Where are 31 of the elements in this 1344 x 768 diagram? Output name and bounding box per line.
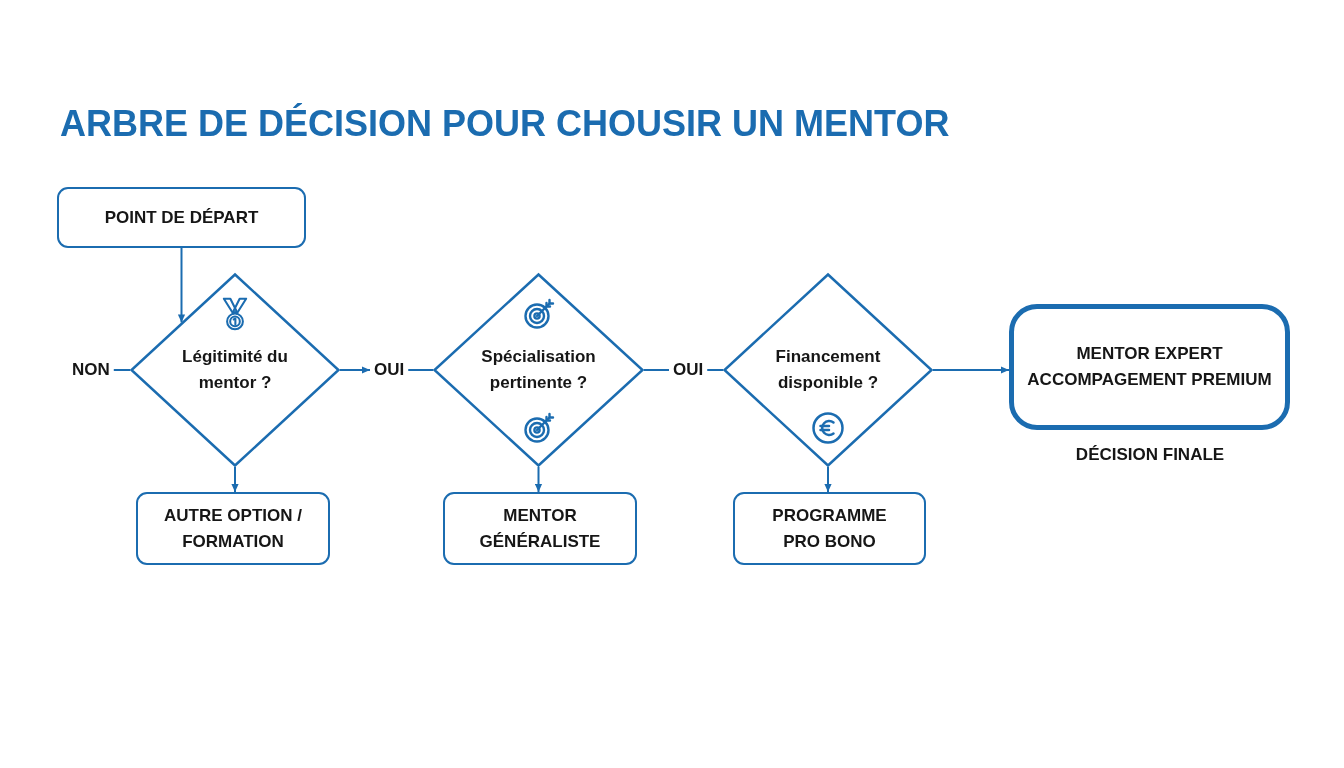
decision-diamond	[130, 273, 340, 467]
outcome-box	[136, 492, 330, 565]
connector-line	[706, 369, 724, 371]
diagram-title: ARBRE DE DÉCISION POUR CHOUSIR UN MENTOR	[60, 102, 950, 145]
arrow	[177, 247, 186, 324]
outcome-text: PROGRAMME PRO BONO	[771, 504, 888, 553]
branch-label: NON	[68, 358, 114, 382]
connector-line	[643, 369, 670, 371]
arrow	[231, 466, 239, 493]
question-text: Légitimité du mentor ?	[181, 346, 289, 394]
result-text: MENTOR EXPERT ACCOMPAGEMENT PREMIUM	[1026, 343, 1273, 391]
arrow	[534, 466, 543, 493]
outcome-box	[443, 492, 637, 565]
decision-diamond	[723, 273, 933, 467]
decision-diamond	[433, 273, 644, 467]
arrow	[824, 466, 832, 493]
arrow	[339, 366, 371, 374]
question-text: Spécialisation pertinente ?	[480, 346, 597, 394]
branch-label: OUI	[370, 358, 409, 382]
node-caption: DÉCISION FINALE	[1075, 444, 1225, 466]
outcome-box	[733, 492, 926, 565]
question-text: Financement disponible ?	[774, 346, 882, 394]
result-box	[1009, 304, 1290, 430]
outcome-text: AUTRE OPTION / FORMATION	[163, 504, 303, 553]
outcome-text: MENTOR GÉNÉRALISTE	[478, 504, 602, 553]
start-text: POINT DE DÉPART	[103, 206, 260, 229]
start-box	[57, 187, 306, 248]
connector-line	[112, 369, 131, 371]
arrow	[932, 366, 1010, 374]
branch-label: OUI	[669, 358, 708, 382]
connector-line	[407, 369, 434, 371]
